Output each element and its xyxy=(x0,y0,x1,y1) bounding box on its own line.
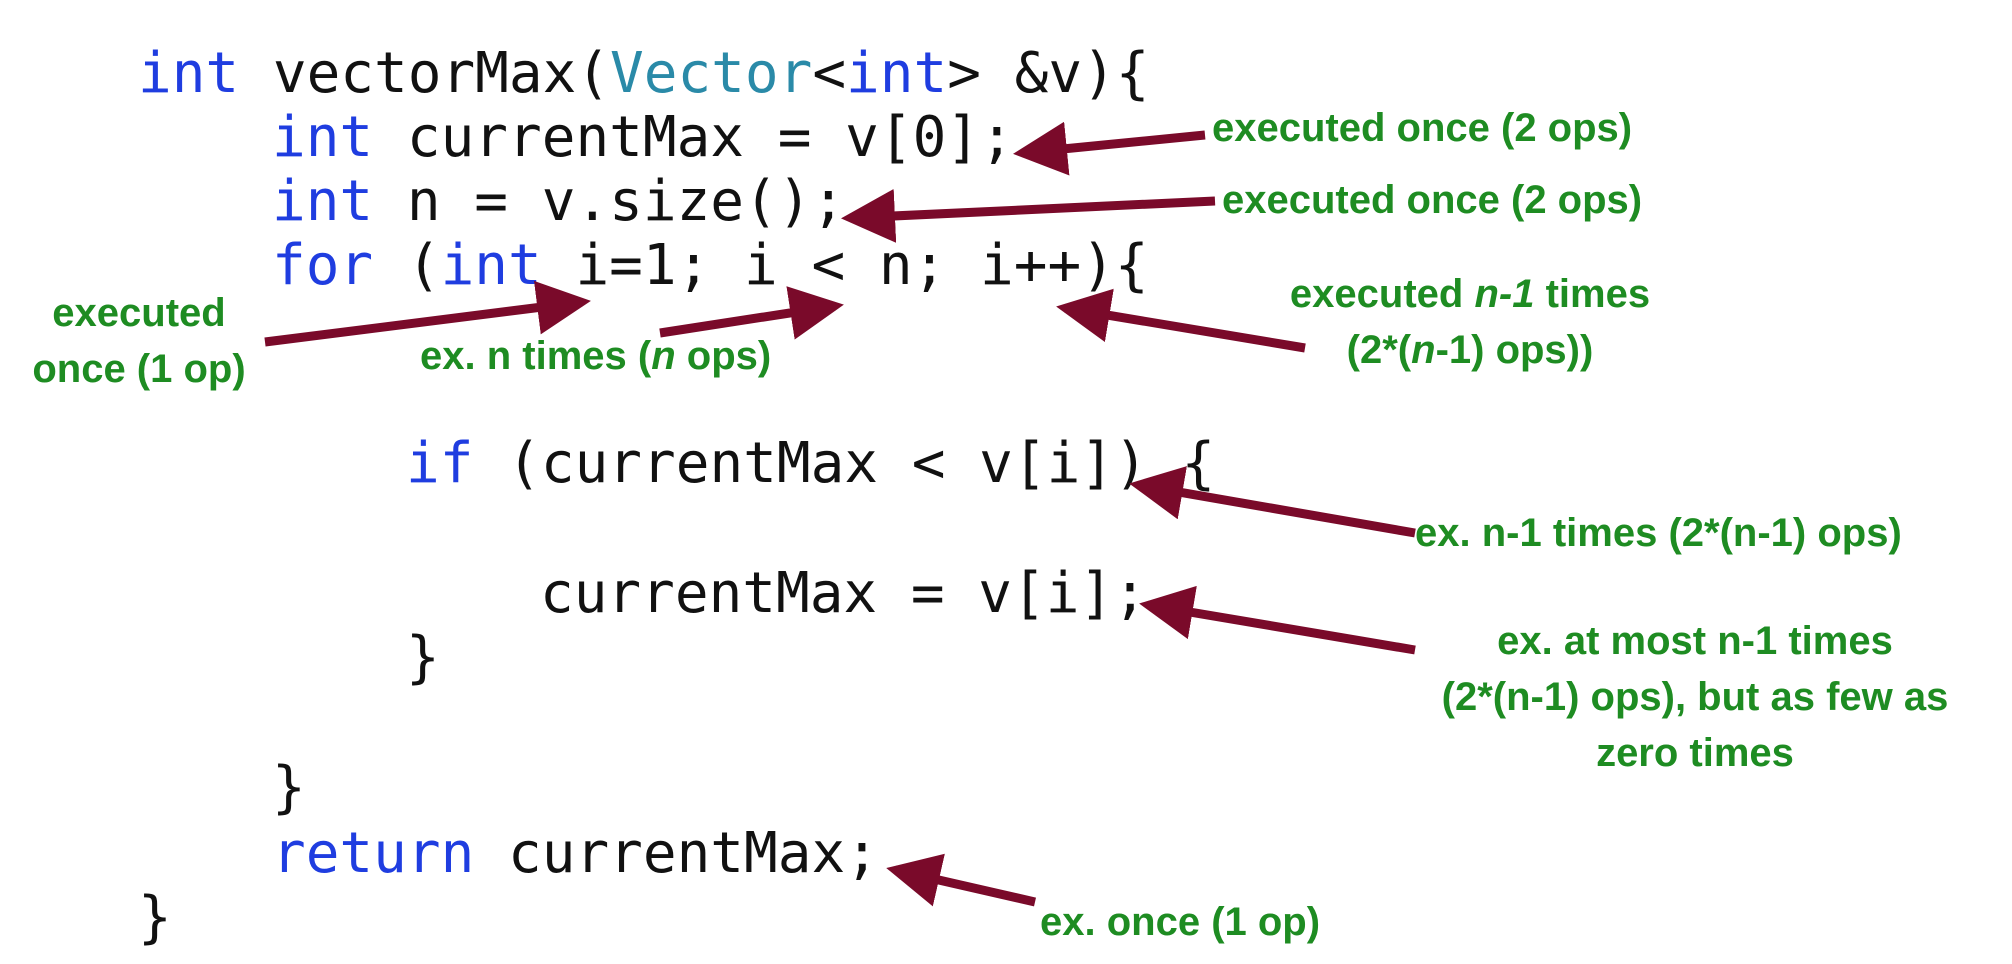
arrow-assign xyxy=(1139,585,1416,655)
annotation-currentmax-init: executed once (2 ops) xyxy=(1212,106,1633,150)
annotation-text: ex. at most n-1 times xyxy=(1497,619,1893,663)
arrow-size xyxy=(841,188,1216,243)
code-text: currentMax; xyxy=(474,821,879,886)
code-line-signature: int vectorMax(Vector<int> &v){ xyxy=(138,42,1150,106)
code-line-if: if (currentMax < v[i]) { xyxy=(406,432,1215,496)
annotation-size: executed once (2 ops) xyxy=(1222,178,1643,222)
keyword-for: for xyxy=(272,233,374,298)
code-line-assign: currentMax = v[i]; xyxy=(540,562,1147,626)
keyword-int: int xyxy=(272,105,374,170)
annotation-line: executed n-1 times xyxy=(1240,266,1700,322)
arrow-currentmax-init xyxy=(1013,121,1206,176)
keyword-return: return xyxy=(272,821,475,886)
annotation-text: zero times xyxy=(1596,731,1794,775)
arrow-return xyxy=(886,853,1037,907)
keyword-int: int xyxy=(272,169,374,234)
keyword-int: int xyxy=(138,41,240,106)
annotation-increment: executed n-1 times(2*(n-1) ops)) xyxy=(1240,266,1700,378)
code-text: } xyxy=(272,755,306,820)
annotation-text: (2*( xyxy=(1346,328,1412,372)
annotation-if: ex. n-1 times (2*(n-1) ops) xyxy=(1415,511,1902,555)
code-text: ( xyxy=(373,233,441,298)
annotation-text: (2*(n-1) ops), but as few as xyxy=(1441,675,1949,719)
function-name: vectorMax( xyxy=(239,41,611,106)
code-line-size: int n = v.size(); xyxy=(272,170,845,234)
code-text: n = v.size(); xyxy=(373,169,846,234)
code-line-for: for (int i=1; i < n; i++){ xyxy=(272,234,1149,298)
type-vector: Vector xyxy=(610,41,813,106)
code-text: (currentMax < v[i]) { xyxy=(473,431,1216,496)
keyword-int-template: int xyxy=(846,41,948,106)
keyword-if: if xyxy=(406,431,474,496)
code-line-close-for: } xyxy=(272,756,306,820)
code-text: currentMax = v[0]; xyxy=(373,105,1014,170)
annotation-text: times xyxy=(1534,272,1651,316)
angle-open: < xyxy=(812,41,847,106)
annotation-italic: n xyxy=(651,334,676,378)
code-text: currentMax = v[i]; xyxy=(540,561,1147,626)
annotation-return: ex. once (1 op) xyxy=(1040,900,1321,944)
annotation-italic: n-1 xyxy=(1474,272,1535,316)
annotation-italic: n xyxy=(1411,328,1436,372)
code-text: i=1; i < n; i++){ xyxy=(541,233,1149,298)
annotation-text: ex. n times ( xyxy=(420,334,652,378)
code-line-close-if: } xyxy=(406,626,440,690)
annotation-text: executed xyxy=(52,291,226,335)
code-text: } xyxy=(138,885,172,950)
annotation-text: once (1 op) xyxy=(32,347,246,391)
code-line-currentmax-init: int currentMax = v[0]; xyxy=(272,106,1014,170)
signature-rest: > &v){ xyxy=(947,41,1150,106)
annotation-condition: ex. n times (n ops) xyxy=(420,328,771,384)
code-line-return: return currentMax; xyxy=(272,822,879,886)
annotation-line: (2*(n-1) ops)) xyxy=(1240,322,1700,378)
code-line-close-function: } xyxy=(138,886,172,950)
keyword-int: int xyxy=(440,233,542,298)
annotation-init-i: executed once (1 op) xyxy=(8,285,270,397)
annotation-text: -1) ops)) xyxy=(1435,328,1594,372)
annotation-assign: ex. at most n-1 times (2*(n-1) ops), but … xyxy=(1400,613,1990,781)
annotation-text: ops) xyxy=(675,334,772,378)
annotation-text: executed xyxy=(1289,272,1475,316)
code-text: } xyxy=(406,625,440,690)
